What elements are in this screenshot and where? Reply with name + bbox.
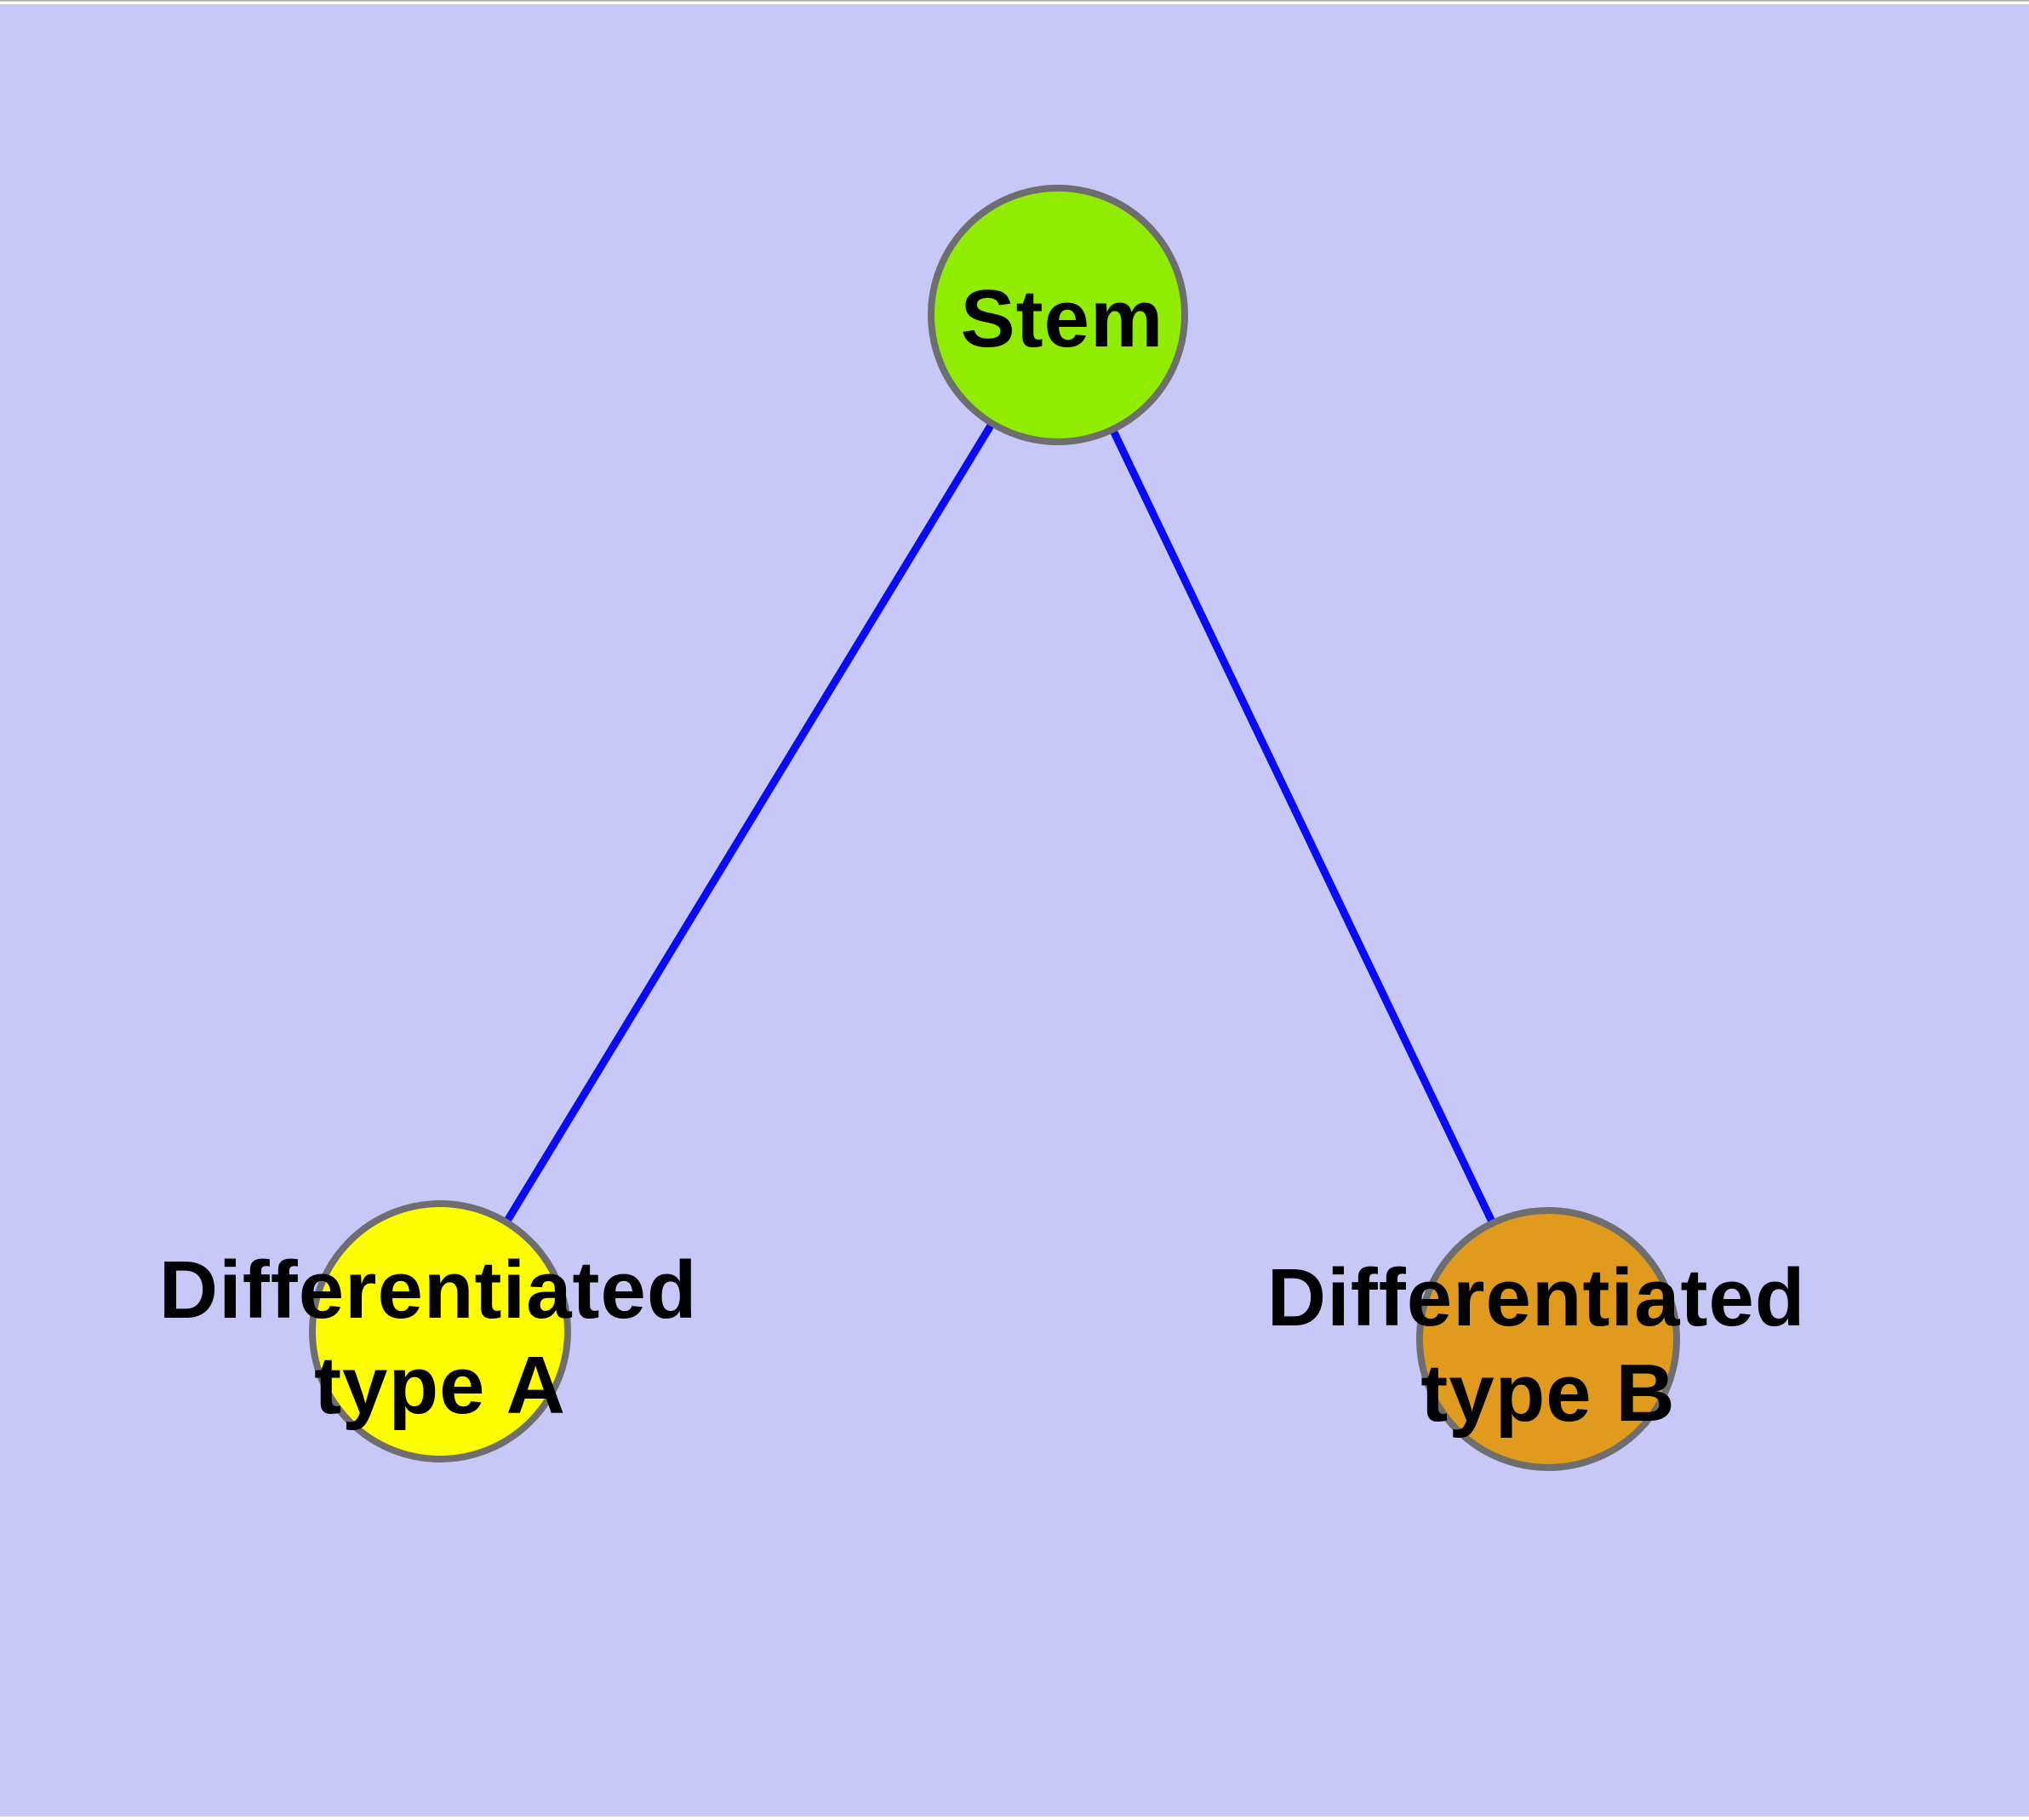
node-differentiated-type-b-label: Differentiated type B <box>1267 1252 1829 1439</box>
node-differentiated-type-a-label: Differentiated type A <box>159 1245 721 1431</box>
node-stem-circle <box>928 185 1188 445</box>
node-differentiated-type-b-label-line1: Differentiated <box>1267 1252 1806 1343</box>
node-stem-label: Stem <box>961 273 1164 364</box>
page-edge-bottom <box>0 1817 2029 1820</box>
node-differentiated-type-a-label-line1: Differentiated <box>159 1245 698 1336</box>
node-differentiated-type-b-circle <box>1416 1207 1680 1471</box>
node-differentiated-type-a-circle <box>309 1200 571 1462</box>
node-differentiated-type-a-label-line2: type A <box>314 1340 566 1431</box>
page-edge-top-hairline <box>0 0 2029 2</box>
edge-stem-to-type-b <box>1054 313 1552 1341</box>
edge-stem-to-type-a <box>437 312 1061 1334</box>
node-differentiated-type-b-label-line2: type B <box>1420 1348 1675 1439</box>
page-edge-top <box>0 0 2029 4</box>
